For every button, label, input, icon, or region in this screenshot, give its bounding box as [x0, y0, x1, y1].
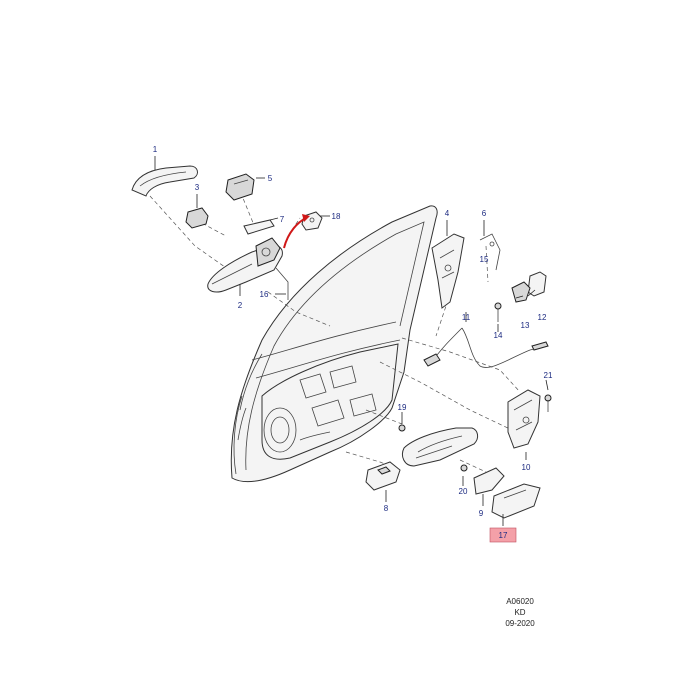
part-cable-end [479, 233, 501, 271]
part-lock-actuator [507, 389, 541, 449]
part-striker-plate [527, 271, 547, 297]
callout-16: 16 [260, 290, 269, 299]
fit-direction-arrow [283, 214, 310, 249]
callout-21: 21 [544, 371, 553, 380]
stamp-date: 09-2020 [505, 619, 535, 628]
callout-3: 3 [195, 183, 200, 192]
callout-14: 14 [494, 331, 503, 340]
callout-15: 15 [480, 255, 489, 264]
stamp-author: KD [514, 608, 526, 617]
callout-12: 12 [538, 313, 547, 322]
drawing-stamp: A06020 KD 09-2020 [480, 596, 560, 629]
callout-11: 11 [462, 313, 471, 322]
part-window-switch [365, 461, 401, 491]
callout-17: 17 [499, 531, 508, 540]
part-handle-cover [473, 467, 505, 495]
stamp-code: A06020 [506, 597, 534, 606]
callout-8: 8 [384, 504, 389, 513]
callout-4: 4 [445, 209, 450, 218]
part-striker [511, 281, 531, 303]
part-clip-19 [398, 424, 406, 432]
part-rod [275, 267, 289, 300]
part-gasket [243, 219, 275, 235]
part-handle-cap [185, 207, 209, 229]
callout-17-highlight [489, 527, 517, 543]
callout-19: 19 [398, 403, 407, 412]
part-inner-handle-frame [401, 427, 479, 467]
part-cable [423, 327, 549, 368]
callout-labels: 1 2 3 4 5 6 7 8 9 10 11 12 13 14 15 16 1… [153, 145, 553, 540]
part-handle-bracket [207, 237, 283, 293]
part-clip-20 [460, 464, 468, 472]
callout-2: 2 [238, 301, 243, 310]
callout-20: 20 [459, 487, 468, 496]
part-latch-mechanism [431, 233, 465, 309]
callout-10: 10 [522, 463, 531, 472]
callout-5: 5 [268, 174, 273, 183]
callout-6: 6 [482, 209, 487, 218]
callout-9: 9 [479, 509, 484, 518]
door-shell [230, 205, 438, 483]
callout-18: 18 [332, 212, 341, 221]
callout-7: 7 [280, 215, 285, 224]
part-inner-handle [491, 483, 541, 519]
part-exterior-handle [131, 165, 198, 197]
leader-lines [154, 156, 549, 526]
callout-13: 13 [521, 321, 530, 330]
part-screw-14 [494, 302, 502, 322]
part-bolt-21 [544, 394, 552, 412]
part-cylinder-cover [225, 173, 255, 201]
callout-1: 1 [153, 145, 158, 154]
